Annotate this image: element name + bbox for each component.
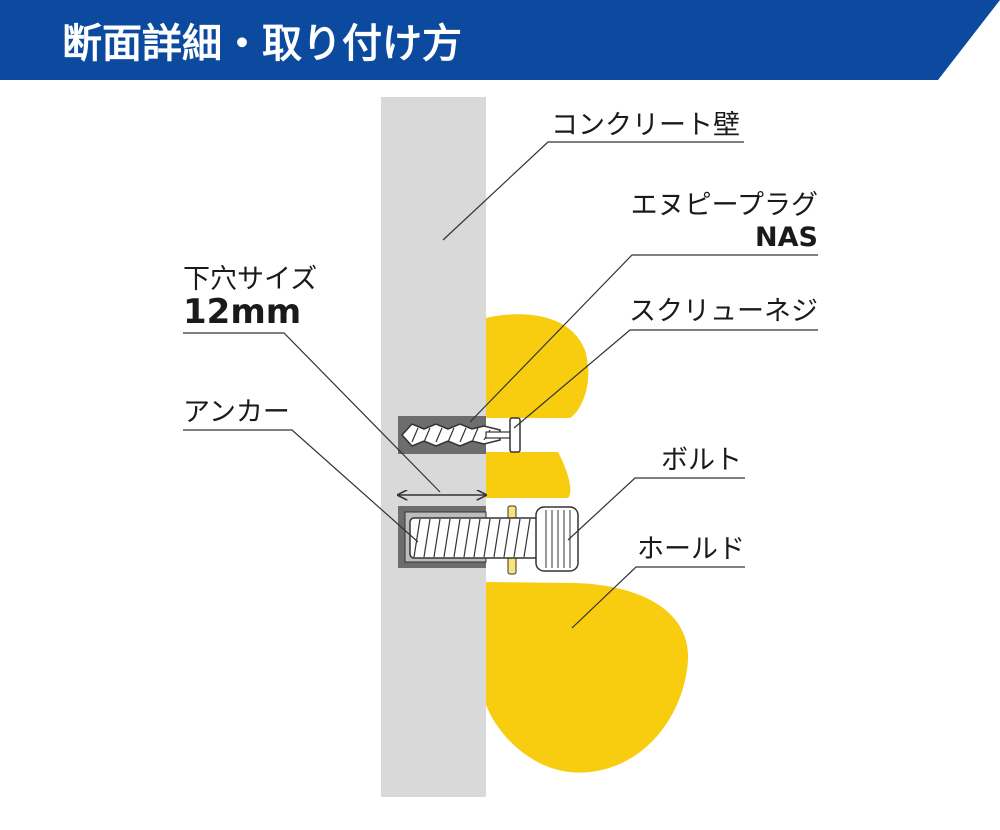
- leader-plug: [469, 254, 818, 423]
- label-screw: スクリューネジ: [629, 296, 818, 327]
- leader-hold: [571, 566, 745, 629]
- screw-shank: [485, 431, 511, 439]
- leader-lines: [183, 141, 818, 629]
- climbing-hold: [486, 314, 689, 773]
- leader-concrete-wall: [442, 141, 744, 241]
- label-plug-name: エヌピープラグ: [631, 190, 818, 221]
- label-hold: ホールド: [637, 534, 745, 565]
- bolt-head: [535, 506, 579, 572]
- label-anchor: アンカー: [183, 397, 290, 428]
- label-hole-size-value: 12mm: [183, 292, 301, 332]
- page-title: 断面詳細・取り付け方: [62, 21, 462, 67]
- label-hole-size: 下穴サイズ: [183, 264, 317, 295]
- leader-hole-size: [183, 332, 441, 493]
- label-concrete-wall: コンクリート壁: [551, 110, 740, 141]
- leader-screw: [513, 329, 818, 429]
- label-bolt: ボルト: [661, 445, 742, 476]
- bolt-head-knurl: [545, 510, 571, 568]
- label-plug-model: NAS: [755, 222, 818, 253]
- leader-bolt: [567, 477, 745, 541]
- bolt-thread: [413, 518, 531, 558]
- screw-head: [509, 417, 521, 453]
- leader-anchor: [183, 429, 419, 543]
- header-bar: [0, 0, 1000, 80]
